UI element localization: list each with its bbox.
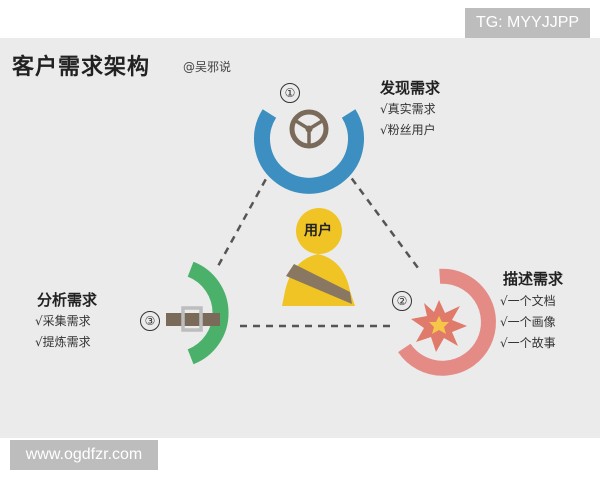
explosion-icon bbox=[411, 300, 467, 352]
connector-discover-analyze bbox=[215, 167, 274, 269]
page-title: 客户需求架构 bbox=[12, 55, 151, 80]
telegram-watermark: TG: MYYJJPP bbox=[465, 8, 590, 38]
author-tag: @吴邪说 bbox=[183, 60, 232, 74]
node-analyze-item: √提炼需求 bbox=[35, 335, 91, 349]
node-describe-title: 描述需求 bbox=[503, 270, 564, 288]
node-discover-item: √真实需求 bbox=[380, 102, 436, 116]
node-discover-title: 发现需求 bbox=[380, 79, 441, 97]
pink-ring-arc bbox=[398, 268, 496, 376]
steering-wheel-icon bbox=[289, 109, 329, 149]
node-discover-item: √粉丝用户 bbox=[380, 123, 436, 137]
seatbelt-icon bbox=[166, 306, 220, 332]
badge-node-2: ② bbox=[392, 291, 412, 311]
node-analyze-item: √采集需求 bbox=[35, 314, 91, 328]
user-head bbox=[296, 208, 342, 254]
node-discover-ring bbox=[254, 109, 364, 194]
node-analyze-title: 分析需求 bbox=[37, 291, 98, 309]
node-describe-item: √一个画像 bbox=[500, 315, 556, 329]
node-analyze-ring bbox=[166, 261, 229, 365]
center-label-user: 用户 bbox=[304, 223, 332, 239]
badge-node-1: ① bbox=[280, 83, 300, 103]
user-figure bbox=[282, 208, 355, 306]
website-watermark: www.ogdfzr.com bbox=[10, 440, 158, 470]
blue-ring-arc bbox=[254, 109, 364, 194]
node-describe-item: √一个文档 bbox=[500, 294, 556, 308]
user-sash bbox=[286, 264, 352, 304]
node-describe-ring bbox=[398, 268, 496, 376]
connector-discover-describe bbox=[342, 167, 420, 269]
green-ring-arc bbox=[187, 261, 229, 365]
node-describe-item: √一个故事 bbox=[500, 336, 556, 350]
badge-node-3: ③ bbox=[140, 311, 160, 331]
